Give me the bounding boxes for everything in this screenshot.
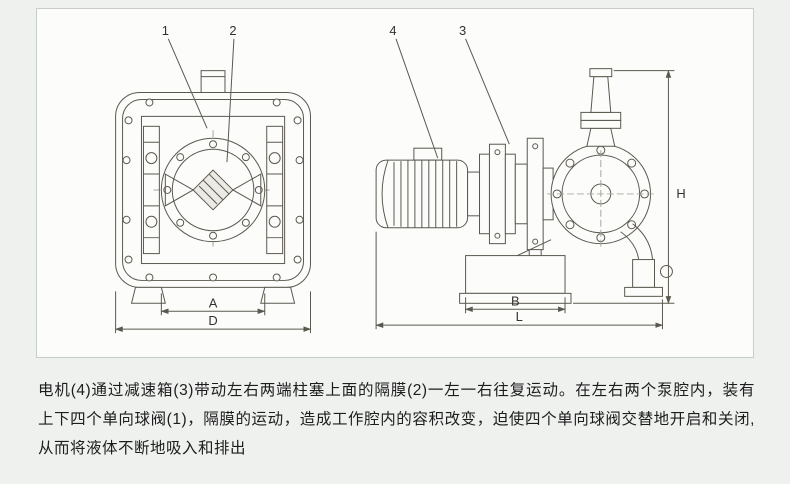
base-stand [459,239,572,304]
dimension-a: A [160,293,266,316]
pump-head [547,140,655,248]
flange-bolts [122,98,304,282]
svg-text:4: 4 [389,23,396,38]
dimension-b-label: B [511,293,520,308]
dimension-l-label: L [516,309,523,324]
callout-4: 4 [389,23,439,159]
pump-feet [130,286,296,304]
dimension-a-label: A [209,295,218,310]
dimension-h-label: H [676,186,685,201]
pump-technical-drawing: A D 1 2 [114,23,686,334]
motor-fins [393,160,458,228]
plunger-hub [164,169,262,211]
dimension-l: L [375,231,664,330]
suction-port [200,70,226,94]
motor [375,147,481,229]
callout-1: 1 [162,23,208,129]
ball-valve-left [142,125,160,255]
dimension-d-label: D [208,313,217,328]
gearbox [479,137,554,251]
outlet-elbow [620,223,673,297]
pump-chamber [140,115,286,265]
side-view: H B L 4 3 [375,23,686,330]
discharge-pipe [580,68,622,147]
svg-text:2: 2 [229,23,236,38]
diagram-panel: A D 1 2 [36,8,754,358]
callout-2: 2 [226,23,237,163]
front-view: A D 1 2 [114,23,312,334]
dimension-b: B [464,293,566,314]
working-principle-text: 电机(4)通过减速箱(3)带动左右两端柱塞上面的隔膜(2)一左一右往复运动。在左… [38,382,755,457]
dimension-d: D [114,291,312,334]
ball-valve-right [266,125,284,255]
dimension-h: H [572,69,686,305]
callout-3: 3 [459,23,510,145]
svg-text:3: 3 [459,23,466,38]
svg-text:1: 1 [162,23,169,38]
